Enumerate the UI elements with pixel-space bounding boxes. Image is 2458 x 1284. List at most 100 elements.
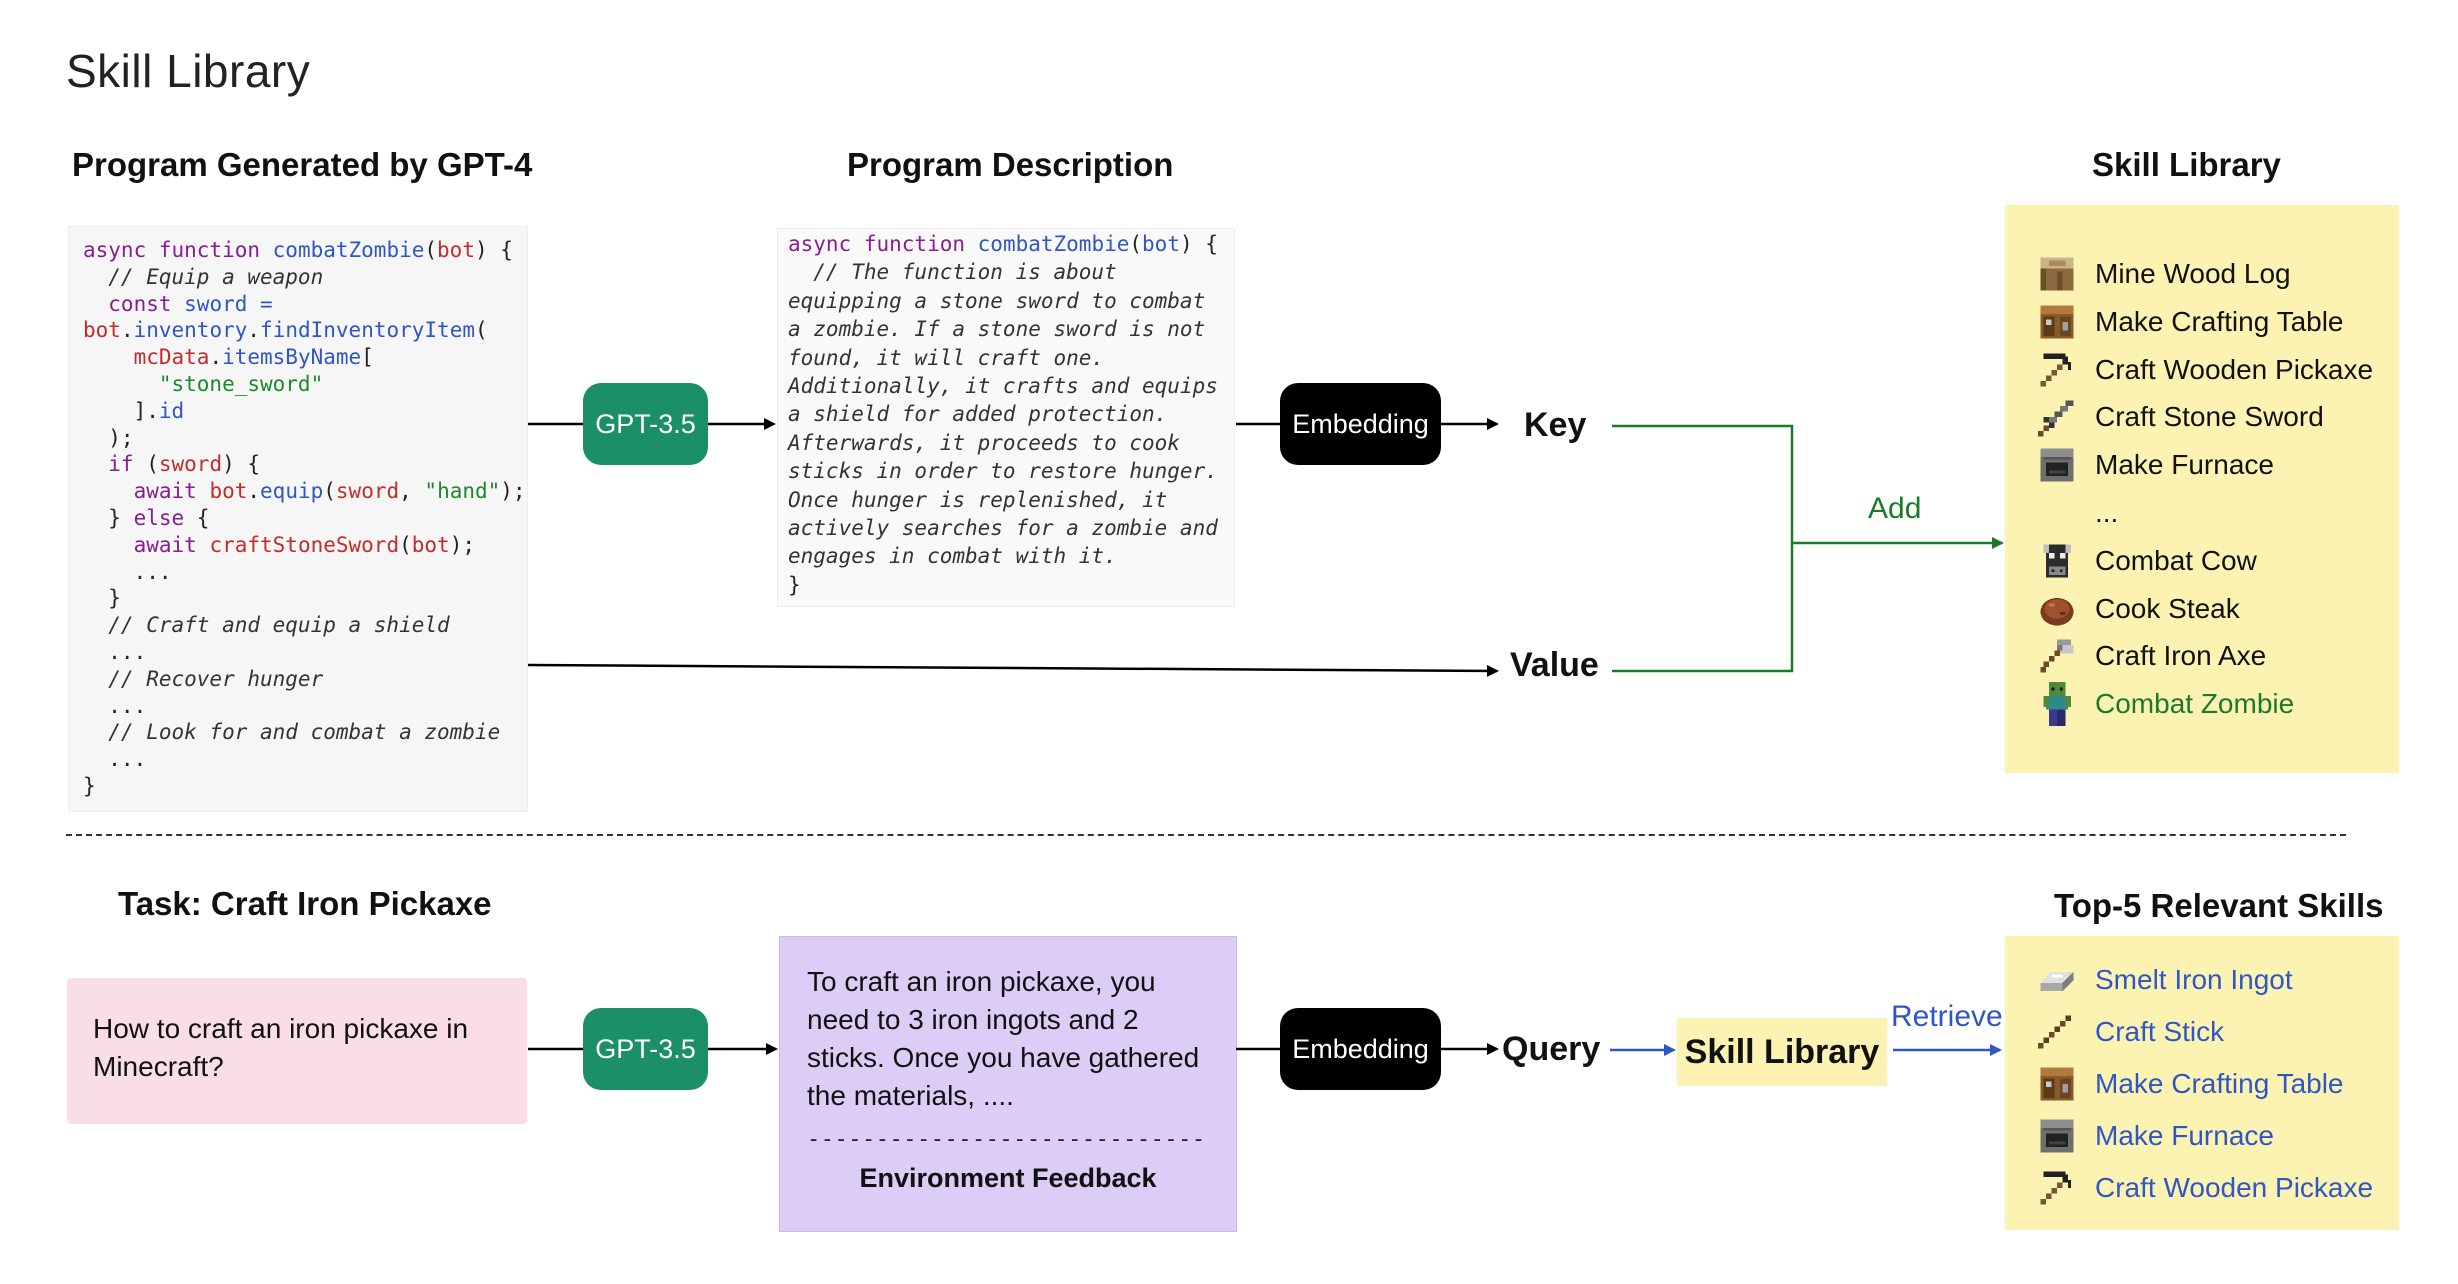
skill-label: Combat Zombie — [2095, 688, 2295, 720]
description-code-line: sticks in order to restore hunger. — [788, 459, 1218, 484]
program-code-line: await craftStoneSword(bot); — [83, 532, 475, 557]
program-code-line: ].id — [83, 398, 185, 423]
crafting-table-icon — [2035, 1062, 2079, 1106]
program-code-line: if (sword) { — [83, 452, 261, 477]
description-code-line: async function combatZombie(bot) { — [788, 232, 1218, 256]
program-code-line: // Look for and combat a zombie — [83, 720, 501, 745]
skill-library-small-box: Skill Library — [1677, 1018, 1887, 1086]
skill-item: Make Furnace — [2035, 441, 2274, 489]
skill-label: Make Crafting Table — [2095, 305, 2344, 337]
task-box: How to craft an iron pickaxe in Minecraf… — [67, 978, 527, 1124]
skill-label: Craft Stick — [2095, 1016, 2225, 1047]
value-label: Value — [1510, 646, 1599, 684]
gpt35-pill-top: GPT-3.5 — [583, 383, 708, 465]
program-code-box: async function combatZombie(bot) { // Eq… — [68, 226, 528, 812]
heading-relevant-skills: Top-5 Relevant Skills — [2054, 887, 2384, 924]
program-code-line: const sword = — [83, 291, 273, 316]
embedding-pill-bottom: Embedding — [1280, 1008, 1441, 1090]
stick-icon — [2035, 1010, 2079, 1054]
program-code-line: ); — [83, 425, 134, 450]
arrow-code-to-value — [527, 663, 1499, 677]
cow-icon — [2035, 539, 2079, 583]
skill-item: Combat Cow — [2035, 537, 2257, 585]
description-code-line: Afterwards, it proceeds to cook — [788, 430, 1180, 455]
skill-label: Craft Wooden Pickaxe — [2095, 353, 2374, 385]
embedding-pill-top: Embedding — [1280, 383, 1441, 465]
skill-item: Craft Iron Axe — [2035, 632, 2266, 680]
program-code-line: // Equip a weapon — [83, 264, 324, 289]
description-code-line: actively searches for a zombie and — [788, 516, 1218, 541]
retrieve-label: Retrieve — [1891, 1000, 2003, 1033]
skill-label: Combat Cow — [2095, 544, 2257, 576]
environment-feedback-label: Environment Feedback — [859, 1163, 1157, 1193]
steak-icon — [2035, 587, 2079, 631]
description-code-line: // The function is about — [788, 260, 1117, 285]
description-code-line: a zombie. If a stone sword is not — [788, 317, 1206, 342]
program-code-line: ... — [83, 693, 147, 718]
skill-item: Make Furnace — [2035, 1112, 2274, 1160]
description-code-box: async function combatZombie(bot) { // Th… — [777, 228, 1235, 607]
skill-item: Craft Wooden Pickaxe — [2035, 1164, 2373, 1212]
skill-label: Cook Steak — [2095, 592, 2240, 624]
program-code-line: // Craft and equip a shield — [83, 613, 450, 638]
skill-label: Make Furnace — [2095, 449, 2274, 481]
heading-description: Program Description — [847, 146, 1174, 183]
heading-task: Task: Craft Iron Pickaxe — [118, 885, 492, 922]
skill-label: Mine Wood Log — [2095, 258, 2291, 289]
heading-program: Program Generated by GPT-4 — [72, 146, 533, 183]
crafting-table-icon — [2035, 300, 2079, 344]
wooden-pickaxe-icon — [2035, 1166, 2079, 1210]
description-code-line: a shield for added protection. — [788, 402, 1168, 427]
skill-item: Make Crafting Table — [2035, 1060, 2344, 1108]
program-code: async function combatZombie(bot) { // Eq… — [83, 237, 526, 800]
description-code-line: equipping a stone sword to combat — [788, 288, 1206, 313]
description-code-line: engages in combat with it. — [788, 544, 1117, 569]
skill-label: Make Crafting Table — [2095, 1068, 2344, 1099]
program-code-line: mcData.itemsByName[ — [83, 345, 374, 370]
section-divider — [66, 834, 2346, 836]
skill-label: ... — [2095, 497, 2119, 528]
program-code-line: ... — [83, 559, 172, 584]
description-code-line: found, it will craft one. — [788, 345, 1105, 370]
skill-label: Craft Wooden Pickaxe — [2095, 1172, 2374, 1203]
stone-sword-icon — [2035, 395, 2079, 439]
skill-item: Craft Stick — [2035, 1008, 2224, 1056]
skill-item: ... — [2035, 489, 2118, 537]
furnace-icon — [2035, 1114, 2079, 1158]
skill-label: Craft Iron Axe — [2095, 640, 2267, 672]
add-label: Add — [1868, 492, 1922, 525]
answer-separator: ---------------------------------- — [807, 1127, 1207, 1152]
page-title: Skill Library — [66, 45, 311, 97]
gpt35-pill-bottom: GPT-3.5 — [583, 1008, 708, 1090]
description-code-line: Once hunger is replenished, it — [788, 487, 1168, 512]
program-code-line: async function combatZombie(bot) { — [83, 238, 513, 262]
program-code-line: } — [83, 586, 121, 611]
program-code-line: bot.inventory.findInventoryItem( — [83, 318, 488, 343]
description-code: async function combatZombie(bot) { // Th… — [788, 230, 1218, 599]
wood-log-icon — [2035, 252, 2079, 296]
iron-axe-icon — [2035, 634, 2079, 678]
skill-item: Craft Wooden Pickaxe — [2035, 346, 2373, 394]
heading-skill-library: Skill Library — [2092, 146, 2281, 183]
description-code-line: Additionally, it crafts and equips — [788, 374, 1218, 399]
program-code-line: } else { — [83, 505, 210, 530]
green-key-connector — [1612, 424, 1794, 673]
program-code-line: await bot.equip(sword, "hand"); — [83, 479, 526, 504]
skill-item: Smelt Iron Ingot — [2035, 956, 2293, 1004]
skill-label: Smelt Iron Ingot — [2095, 964, 2293, 995]
key-label: Key — [1524, 406, 1587, 444]
program-code-line: } — [83, 773, 96, 798]
program-code-line: // Recover hunger — [83, 666, 324, 691]
wooden-pickaxe-icon — [2035, 348, 2079, 392]
iron-ingot-icon — [2035, 958, 2079, 1002]
skill-label: Make Furnace — [2095, 1120, 2274, 1151]
skill-item: Cook Steak — [2035, 585, 2240, 633]
furnace-icon — [2035, 443, 2079, 487]
program-code-line: ... — [83, 639, 147, 664]
description-code-line: } — [788, 572, 801, 597]
task-text: How to craft an iron pickaxe in Minecraf… — [93, 1013, 469, 1082]
zombie-icon — [2035, 682, 2079, 727]
